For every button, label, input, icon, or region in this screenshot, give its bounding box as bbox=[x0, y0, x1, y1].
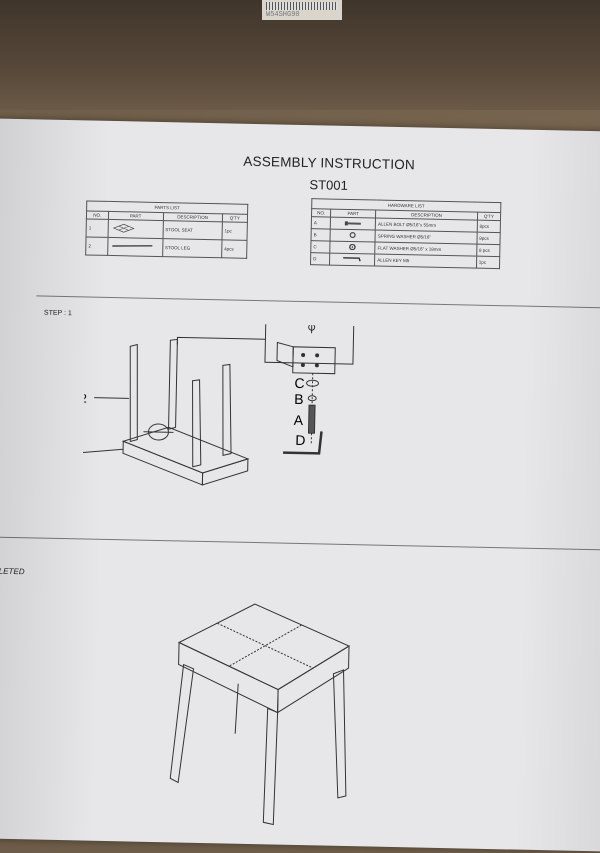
hardware-qty: 8pcs bbox=[477, 232, 501, 244]
parts-list-table: PARTS LIST NO. PART DESCRIPTION Q'TY 1 S… bbox=[85, 200, 248, 258]
step-1-diagram: 2 1 C B A D bbox=[81, 320, 526, 549]
allen-bolt-icon bbox=[330, 217, 375, 230]
part-description: STOOL LEG bbox=[162, 239, 222, 258]
hardware-qty: 8 pcs bbox=[476, 244, 500, 256]
hardware-no: D bbox=[311, 253, 330, 265]
hardware-label-a: A bbox=[294, 412, 304, 428]
hardware-label-d: D bbox=[295, 432, 305, 448]
hardware-label-c: C bbox=[294, 375, 304, 391]
hardware-no: A bbox=[311, 217, 330, 229]
part-qty: 4pcs bbox=[222, 240, 247, 259]
completed-stool-drawing bbox=[165, 582, 370, 836]
model-number: ST001 bbox=[119, 173, 539, 197]
barcode bbox=[266, 2, 338, 10]
table-row: 2 STOOL LEG 4pcs bbox=[86, 237, 247, 258]
table-row: D ALLEN KEY M5 1pc bbox=[311, 253, 500, 269]
hardware-description: ALLEN KEY M5 bbox=[375, 254, 477, 268]
flat-washer-icon bbox=[330, 241, 375, 254]
part-qty: 1pc bbox=[222, 222, 247, 241]
stool-seat-icon bbox=[108, 219, 163, 238]
callout-leg: 2 bbox=[81, 391, 87, 405]
document-title: ASSEMBLY INSTRUCTION bbox=[119, 151, 539, 175]
part-no: 1 bbox=[86, 219, 108, 237]
hardware-no: B bbox=[311, 229, 330, 241]
stool-leg-icon bbox=[107, 237, 162, 256]
box-barcode-label: W54SHG90 bbox=[262, 0, 342, 20]
step-label: STEP : 1 bbox=[44, 310, 72, 318]
instruction-sheet: ASSEMBLY INSTRUCTION ST001 PARTS LIST NO… bbox=[0, 118, 600, 853]
hardware-list-table: HARDWARE LIST NO. PART DESCRIPTION Q'TY … bbox=[310, 198, 501, 269]
completed-label: OMPLETED bbox=[0, 566, 25, 576]
part-no: 2 bbox=[86, 237, 108, 255]
hardware-qty: 8pcs bbox=[477, 220, 501, 232]
hardware-label-b: B bbox=[294, 391, 304, 407]
allen-key-icon bbox=[330, 253, 375, 266]
section-divider bbox=[36, 295, 600, 309]
spring-washer-icon bbox=[330, 229, 375, 242]
hardware-no: C bbox=[311, 241, 330, 253]
box-label-text: W54SHG90 bbox=[266, 11, 300, 19]
part-description: STOOL SEAT bbox=[163, 221, 223, 240]
hardware-qty: 1pc bbox=[476, 256, 500, 268]
